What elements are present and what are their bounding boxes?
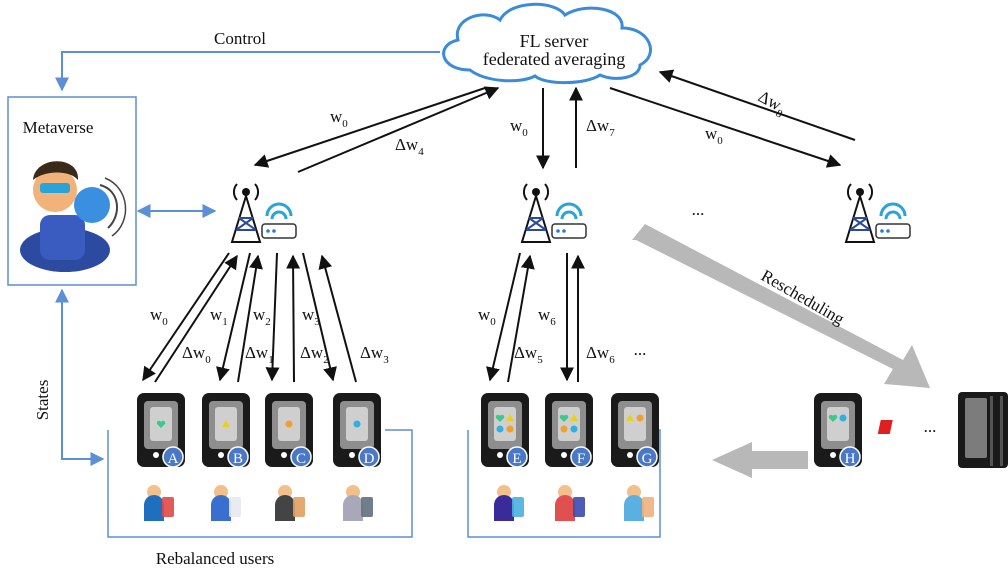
control-link: Control	[55, 29, 440, 92]
user-avatar-icon	[555, 485, 585, 521]
device-letter: B	[233, 451, 243, 467]
label-dw7: Δw7	[586, 116, 615, 139]
device-badge: H	[839, 446, 861, 468]
uplink-B	[237, 254, 263, 383]
server-rack-icon	[877, 392, 1008, 468]
label-w0-bs3: w0	[705, 124, 723, 147]
metaverse-box: Metaverse	[7, 96, 137, 286]
label-up-D: Δw3	[360, 343, 389, 366]
label-w0-bs2: w0	[510, 116, 528, 139]
downlink-server-bs1	[253, 87, 486, 168]
server-title: FL server	[520, 31, 589, 51]
uplink-D	[318, 254, 357, 383]
device-letter: G	[642, 451, 653, 467]
base-stations	[230, 183, 911, 243]
uplink-bs1-server	[297, 86, 500, 173]
device-C: C	[265, 393, 313, 468]
base-station-3	[844, 183, 911, 243]
cell-tower-icon	[844, 183, 876, 243]
downlink-server-bs3	[609, 87, 842, 168]
user-avatar-icon	[275, 485, 305, 521]
ellipsis-stations: ...	[692, 200, 705, 219]
downlink-D	[302, 252, 337, 382]
device-letter: F	[577, 451, 585, 467]
label-down-E: w0	[478, 305, 496, 328]
fl-server-cloud: FL server federated averaging	[442, 2, 652, 85]
uplink-C	[286, 254, 301, 383]
base-station-1	[230, 183, 297, 243]
device-G: G	[611, 393, 659, 468]
label-up-B: Δw1	[245, 343, 274, 366]
label-w0-bs1: w0	[330, 107, 348, 130]
label-down-D: w3	[302, 305, 320, 328]
device-badge: A	[162, 446, 184, 468]
wifi-router-icon	[875, 202, 911, 239]
device-badge: F	[570, 446, 592, 468]
metaverse-user-icon	[20, 161, 127, 272]
smartphone-icon	[265, 393, 313, 467]
label-down-F: w6	[538, 305, 556, 328]
device-letter: H	[845, 451, 856, 467]
device-F: F	[545, 393, 593, 468]
downlink-E	[486, 252, 521, 382]
group-1-frame	[107, 429, 413, 538]
device-badge: G	[636, 446, 658, 468]
uplink-E	[507, 254, 535, 383]
user-avatar-icon	[144, 485, 174, 521]
user-avatar-icon	[494, 485, 524, 521]
control-label: Control	[214, 29, 266, 48]
ellipsis-links: ...	[634, 340, 647, 359]
uplink-bs3-server	[658, 69, 856, 141]
label-down-A: w0	[150, 305, 168, 328]
downlink-A	[142, 252, 230, 382]
states-label: States	[33, 380, 52, 421]
user-avatar-icon	[624, 485, 654, 521]
devices: A B C D E F G H	[137, 393, 862, 468]
label-up-A: Δw0	[182, 343, 211, 366]
cell-tower-icon	[230, 183, 262, 243]
user-avatar-icon	[343, 485, 373, 521]
label-up-E: Δw5	[514, 343, 543, 366]
downlink-C	[265, 252, 280, 382]
device-A: A	[137, 393, 185, 468]
device-letter: D	[364, 451, 375, 467]
downlink-B	[216, 252, 251, 382]
uplink-A	[154, 254, 238, 383]
rescheduling-arrow: Rescheduling	[632, 224, 930, 388]
wifi-router-icon	[551, 202, 587, 239]
device-letter: E	[512, 451, 521, 467]
device-badge: D	[358, 446, 380, 468]
user-avatar-icon	[211, 485, 241, 521]
label-down-B: w1	[210, 305, 228, 328]
server-subtitle: federated averaging	[483, 49, 625, 69]
device-D: D	[333, 393, 381, 468]
rebalanced-label: Rebalanced users	[156, 549, 274, 568]
device-letter: A	[168, 451, 179, 467]
device-B: B	[202, 393, 250, 468]
metaverse-label: Metaverse	[23, 118, 94, 137]
device-letter: C	[296, 451, 306, 467]
cell-tower-icon	[520, 183, 552, 243]
device-E: E	[481, 393, 529, 468]
device-badge: B	[227, 446, 249, 468]
label-up-F: Δw6	[586, 343, 615, 366]
device-H: H	[814, 393, 862, 468]
label-down-C: w2	[253, 305, 271, 328]
device-badge: E	[506, 446, 528, 468]
label-up-C: Δw2	[300, 343, 329, 366]
device-badge: C	[290, 446, 312, 468]
return-arrow	[712, 442, 808, 478]
user-avatars	[144, 485, 654, 521]
wifi-router-icon	[261, 202, 297, 239]
ellipsis-devices: ...	[924, 417, 937, 436]
states-link: States	[33, 288, 105, 466]
base-station-2	[520, 183, 587, 243]
label-dw4: Δw4	[395, 135, 424, 158]
